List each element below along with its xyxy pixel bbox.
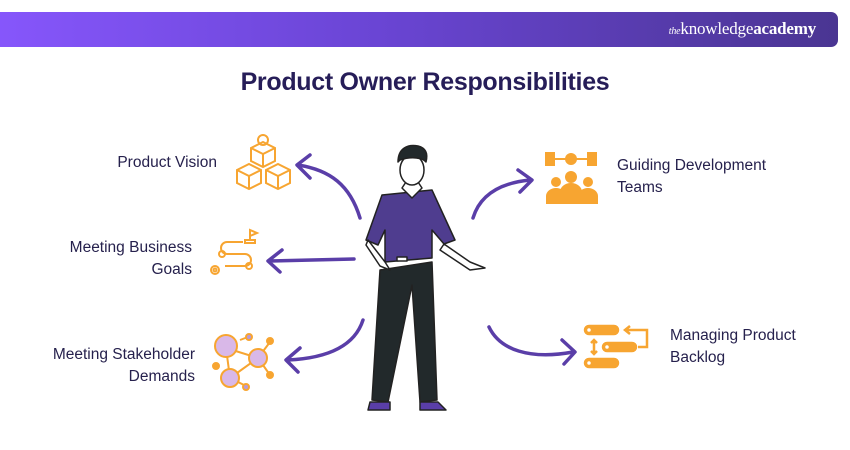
backlog-icon [583,324,649,369]
network-icon [212,333,274,391]
brand-logo: theknowledgeacademy [668,19,816,38]
person-illustration [365,144,486,411]
arrow-business-goals [266,248,356,274]
header-banner: theknowledgeacademy [0,12,838,47]
label-product-vision: Product Vision [117,154,217,171]
arrow-product-vision [295,153,362,220]
page-title: Product Owner Responsibilities [240,68,610,96]
arrow-dev-teams [471,168,534,220]
arrow-backlog [487,325,577,366]
roadmap-icon [210,228,260,275]
boxes-icon [236,134,291,191]
arrow-stakeholder [284,318,365,374]
team-icon [545,152,598,204]
